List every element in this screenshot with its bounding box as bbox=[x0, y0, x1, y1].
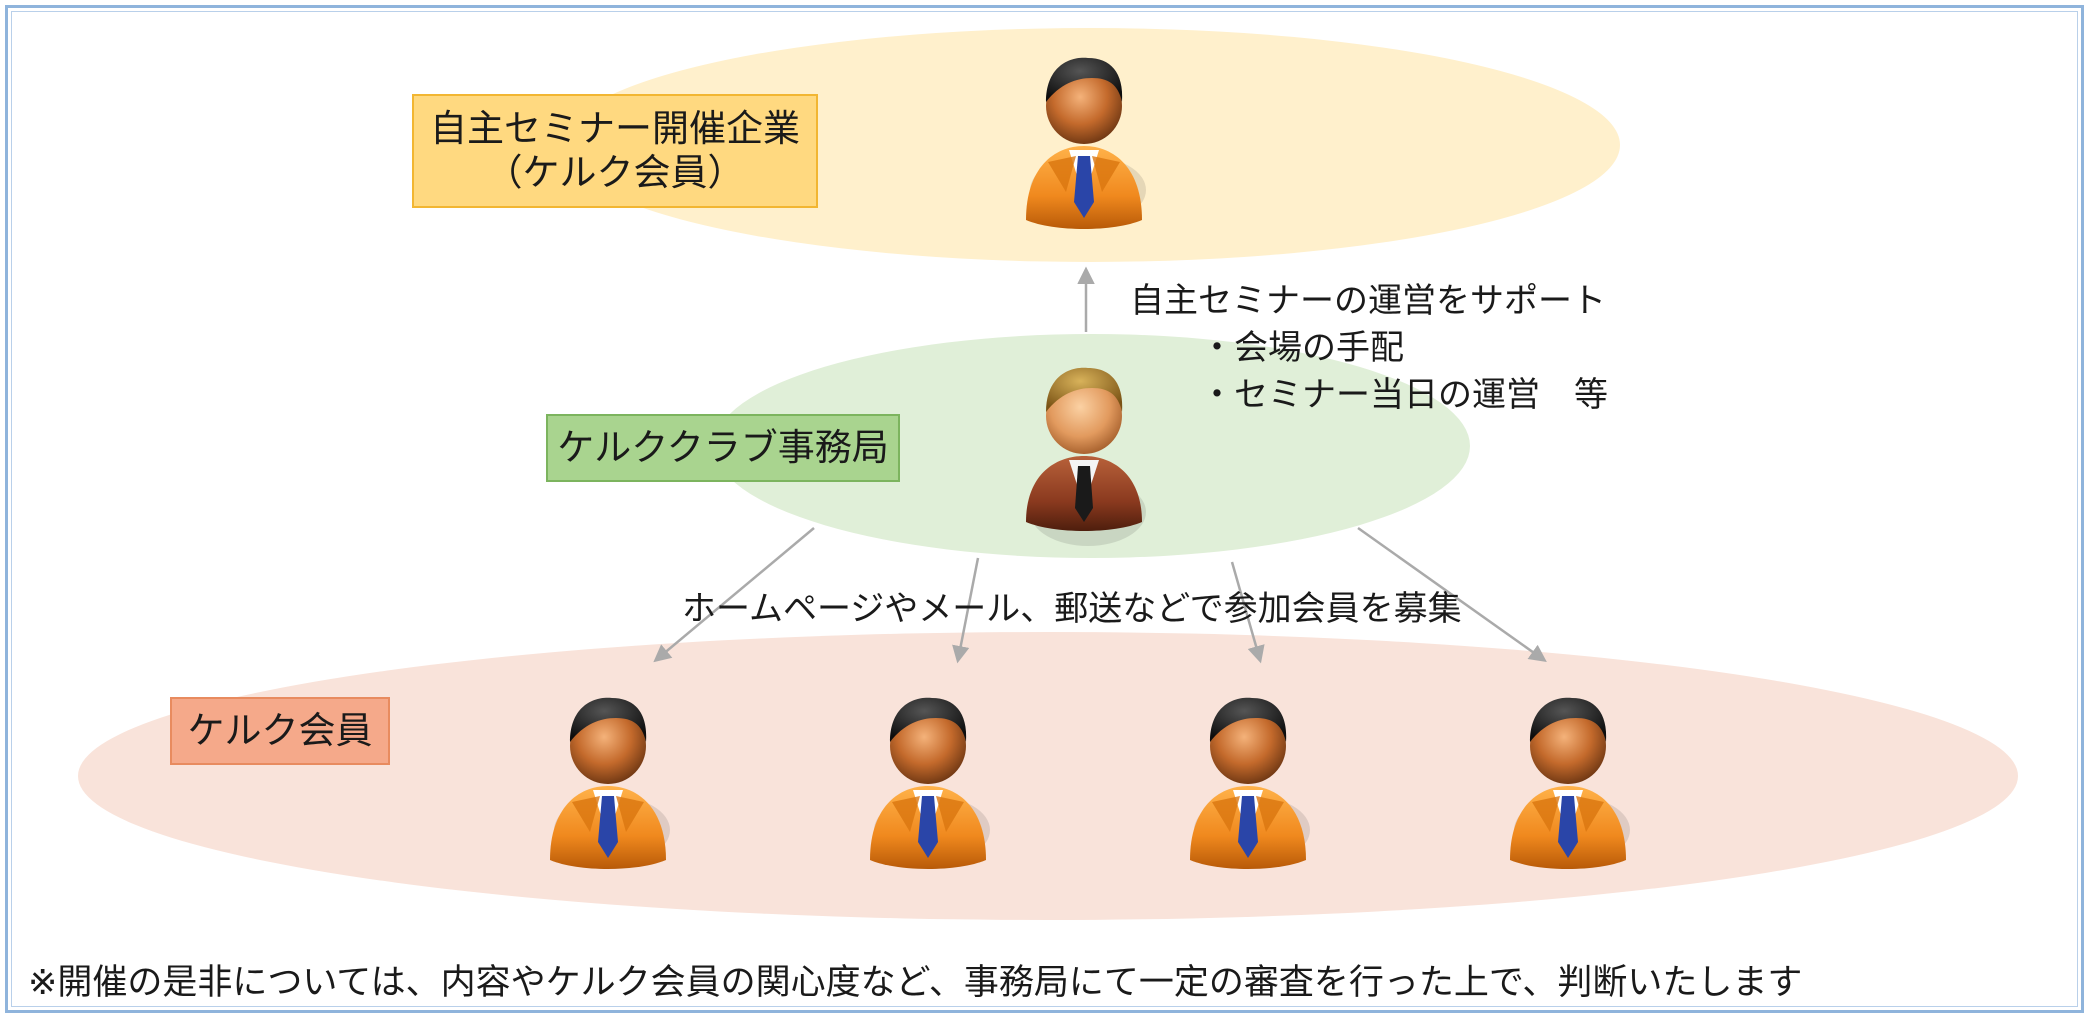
support-title: 自主セミナーの運営をサポート bbox=[1130, 281, 1606, 321]
host-company-label: 自主セミナー開催企業 （ケルク会員） bbox=[412, 94, 818, 208]
office-label-text: ケルククラブ事務局 bbox=[557, 425, 889, 469]
recruit-arrow-3 bbox=[1230, 561, 1265, 664]
members-label: ケルク会員 bbox=[170, 697, 390, 765]
footnote: ※開催の是非については、内容やケルク会員の関心度など、事務局にて一定の審査を行っ… bbox=[28, 963, 1803, 1003]
bottom-ellipse bbox=[78, 632, 2018, 920]
members-label-text: ケルク会員 bbox=[187, 708, 373, 752]
office-label: ケルククラブ事務局 bbox=[546, 414, 900, 482]
support-item-operation: ・セミナー当日の運営 等 bbox=[1200, 375, 1608, 415]
host-label-line1: 自主セミナー開催企業 bbox=[430, 106, 800, 150]
recruit-arrow-4 bbox=[1357, 526, 1547, 663]
inner-frame bbox=[11, 11, 2078, 1007]
host-label-line2: （ケルク会員） bbox=[485, 151, 745, 194]
office-businessman-icon bbox=[1026, 367, 1146, 546]
recruit-text: ホームページやメール、郵送などで参加会員を募集 bbox=[682, 589, 1462, 629]
outer-frame bbox=[5, 5, 2084, 1013]
top-ellipse bbox=[560, 28, 1620, 262]
recruit-arrow-2 bbox=[952, 557, 980, 664]
recruit-arrow-1 bbox=[653, 527, 815, 663]
support-item-venue: ・会場の手配 bbox=[1200, 328, 1404, 368]
